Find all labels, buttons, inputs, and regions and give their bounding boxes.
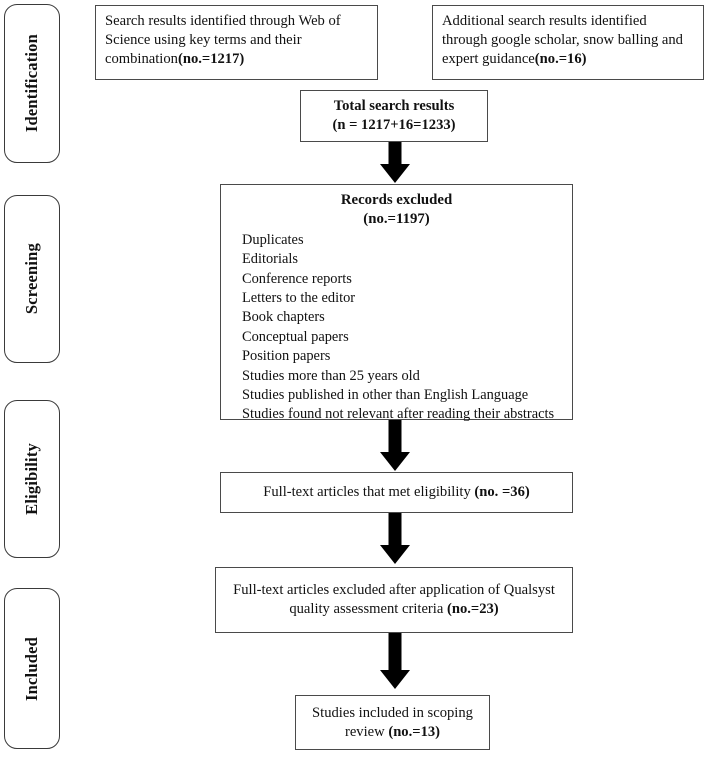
phase-eligibility: Eligibility xyxy=(4,400,60,558)
arrow-total-to-excluded xyxy=(379,142,411,184)
phase-identification-label: Identification xyxy=(22,34,41,133)
list-item: Editorials xyxy=(242,251,298,268)
phase-included: Included xyxy=(4,588,60,749)
box-included-studies: Studies included in scoping review (no.=… xyxy=(295,695,490,750)
box-excluded-qualsyst-text: quality assessment criteria xyxy=(289,601,447,617)
box-excluded-qualsyst: Full-text articles excluded after applic… xyxy=(215,567,573,633)
box-included-studies-text: review xyxy=(344,723,389,740)
phase-eligibility-label: Eligibility xyxy=(22,443,41,515)
box-included-studies-line1: Studies included in scoping xyxy=(312,704,473,721)
box-excluded-qualsyst-count: (no.=23) xyxy=(446,601,499,617)
list-item: Duplicates xyxy=(242,231,304,248)
box-records-excluded-title-line2: (no.=1197) xyxy=(363,210,430,227)
list-item: Conceptual papers xyxy=(242,328,349,345)
arrow-excluded-to-eligible xyxy=(379,420,411,472)
box-total-search-results-line2: (n = 1217+16=1233) xyxy=(332,117,456,133)
box-eligible-fulltext-text: Full-text articles that met eligibility xyxy=(263,484,475,501)
list-item: Studies found not relevant after reading… xyxy=(242,406,555,423)
arrow-eligible-to-qualsyst xyxy=(379,513,411,565)
phase-identification: Identification xyxy=(4,4,60,163)
list-item: Studies published in other than English … xyxy=(242,386,529,403)
box-total-search-results: Total search results (n = 1217+16=1233) xyxy=(300,90,488,142)
list-item: Position papers xyxy=(242,348,331,365)
phase-screening: Screening xyxy=(4,195,60,363)
box-eligible-fulltext-line: Full-text articles that met eligibility … xyxy=(230,483,563,502)
box-web-of-science: Search results identified through Web of… xyxy=(95,5,378,80)
box-additional-sources-count: (no.=16) xyxy=(534,50,587,67)
phase-screening-label: Screening xyxy=(22,243,41,315)
box-eligible-fulltext: Full-text articles that met eligibility … xyxy=(220,472,573,513)
box-eligible-fulltext-count: (no. =36) xyxy=(474,484,530,501)
box-included-studies-count: (no.=13) xyxy=(388,723,441,740)
box-records-excluded-title-line1: Records excluded xyxy=(340,192,453,208)
list-item: Letters to the editor xyxy=(242,290,356,306)
list-item: Conference reports xyxy=(242,270,352,287)
box-records-excluded: Records excluded (no.=1197) Duplicates E… xyxy=(220,184,573,422)
list-item: Studies more than 25 years old xyxy=(242,367,420,384)
box-included-studies-line2: review (no.=13) xyxy=(305,723,480,742)
box-web-of-science-count: (no.=1217) xyxy=(177,50,245,67)
box-web-of-science-text: Search results identified through Web of… xyxy=(105,13,341,67)
box-additional-sources-text: Additional search results identified thr… xyxy=(442,13,683,67)
arrow-qualsyst-to-included xyxy=(379,633,411,690)
box-excluded-qualsyst-line2: quality assessment criteria (no.=23) xyxy=(225,600,563,619)
box-excluded-qualsyst-line1: Full-text articles excluded after applic… xyxy=(233,582,555,599)
box-total-search-results-line1: Total search results xyxy=(333,98,455,115)
list-item: Book chapters xyxy=(242,309,325,326)
phase-included-label: Included xyxy=(22,636,41,701)
box-additional-sources: Additional search results identified thr… xyxy=(432,5,704,80)
records-excluded-reason-list: Duplicates Editorials Conference reports… xyxy=(242,231,563,425)
